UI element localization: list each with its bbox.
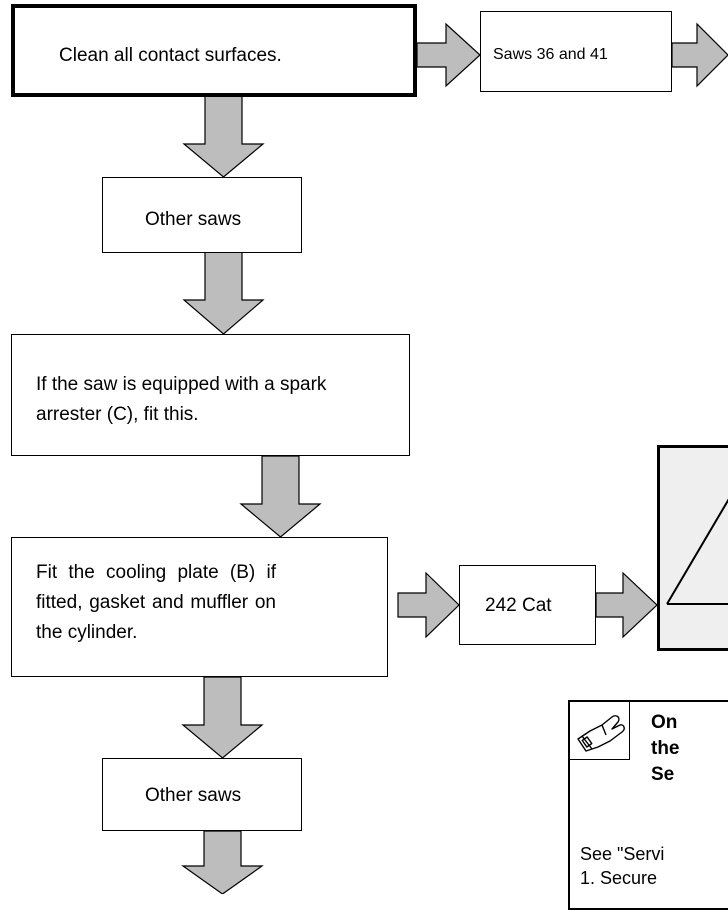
arrow-down-3 (239, 455, 322, 538)
warning-box (657, 445, 728, 651)
note-text-line-2: 1. Secure (580, 868, 658, 888)
note-text-line-1: See "Servi (580, 844, 665, 864)
box-saws-36-41: Saws 36 and 41 (480, 11, 672, 92)
box-242-cat: 242 Cat (459, 565, 596, 645)
arrow-down-2 (182, 251, 265, 335)
box-other-saws-2: Other saws (102, 758, 302, 831)
box-other-saws-2-text: Other saws (145, 785, 242, 806)
note-bold-line-1: On (651, 712, 678, 733)
note-icon-frame (570, 702, 630, 760)
note-box: On the Se See "Servi 1. Secure (568, 700, 728, 910)
arrow-right-1 (416, 22, 481, 88)
box-other-saws-1: Other saws (102, 177, 302, 253)
note-bold-line-2: the (651, 738, 680, 759)
step-clean-surfaces-text: Clean all contact surfaces. (59, 45, 282, 66)
arrow-right-4 (595, 571, 658, 639)
step-spark-arrester: If the saw is equipped with a spark arre… (11, 334, 410, 456)
step-cooling-plate: Fit the cooling plate (B) if fitted, gas… (11, 537, 388, 677)
arrow-down-4 (181, 676, 264, 759)
warning-triangle-icon (666, 498, 728, 605)
arrow-right-3 (397, 571, 460, 639)
arrow-right-2 (671, 22, 728, 88)
glove-hand-icon (577, 715, 625, 752)
arrow-down-1 (182, 92, 265, 178)
step-clean-surfaces: Clean all contact surfaces. (11, 4, 417, 97)
step-cooling-plate-text: Fit the cooling plate (B) if fitted, gas… (36, 562, 276, 643)
box-242-cat-text: 242 Cat (485, 595, 552, 616)
box-saws-36-41-text: Saws 36 and 41 (493, 46, 608, 63)
box-other-saws-1-text: Other saws (145, 209, 242, 230)
note-bold-line-3: Se (651, 764, 675, 785)
arrow-down-5 (181, 830, 264, 894)
step-spark-arrester-text: If the saw is equipped with a spark arre… (36, 374, 327, 425)
